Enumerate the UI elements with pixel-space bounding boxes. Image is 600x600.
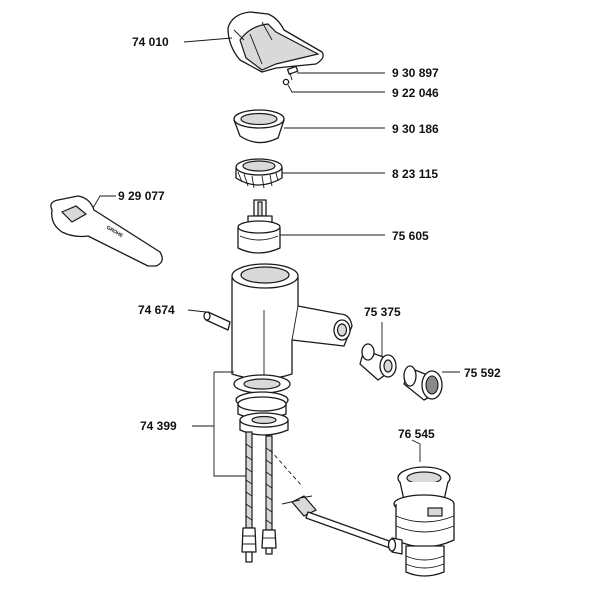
label-connector: 75 375	[364, 305, 401, 319]
label-cover-ring: 9 30 186	[392, 122, 439, 136]
label-waste: 76 545	[398, 427, 435, 441]
label-pin: 74 674	[138, 303, 175, 317]
handle-part	[227, 11, 324, 73]
label-cap: 9 22 046	[392, 86, 439, 100]
faucet-body-part	[231, 263, 353, 380]
label-cartridge: 75 605	[392, 229, 429, 243]
label-nut: 8 23 115	[392, 167, 438, 181]
mounting-kit-part	[233, 374, 291, 563]
label-handle: 74 010	[132, 35, 169, 49]
label-screw: 9 30 897	[392, 66, 439, 80]
pin-part	[203, 311, 231, 331]
cartridge-part	[237, 199, 281, 254]
aerator-part	[403, 365, 443, 401]
cover-ring-part	[233, 109, 285, 144]
label-wrench: 9 29 077	[118, 189, 165, 203]
wrench-part: GROHE	[50, 195, 163, 267]
nut-part	[235, 158, 283, 189]
connector-part	[359, 343, 397, 381]
label-aerator: 75 592	[464, 366, 501, 380]
label-mounting-kit: 74 399	[140, 419, 177, 433]
waste-part	[387, 466, 455, 577]
pop-up-rod-part	[269, 449, 393, 549]
screw-part	[282, 65, 299, 86]
